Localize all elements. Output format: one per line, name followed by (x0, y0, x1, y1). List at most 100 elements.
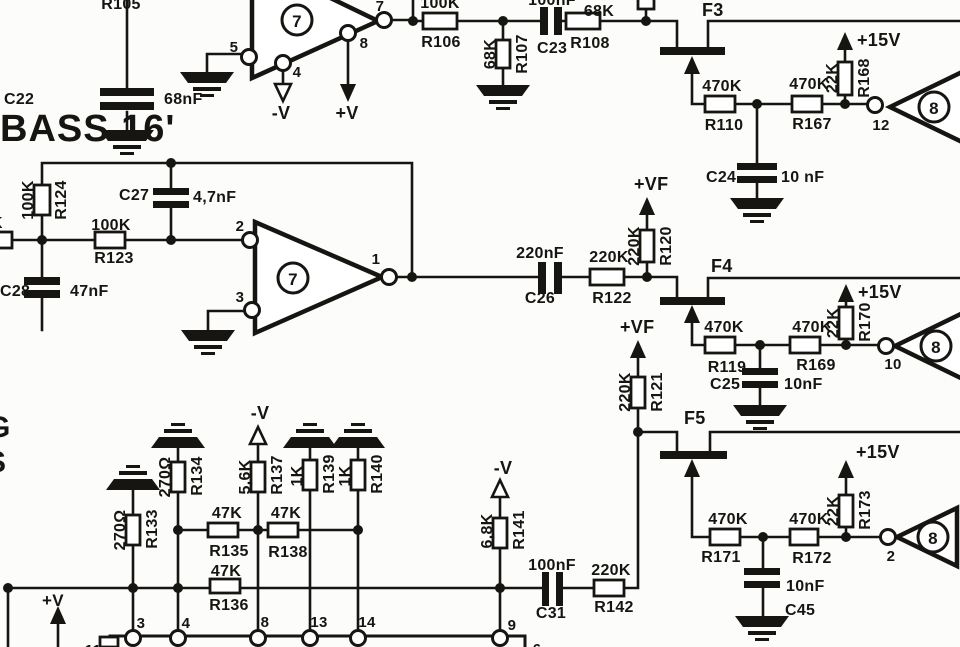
arrow-up-icon (639, 197, 655, 215)
supply-plus15v-f4: +15V (838, 282, 902, 302)
arrow-up-icon (838, 284, 854, 302)
ground-icon (735, 616, 789, 641)
pin-circle (380, 268, 398, 286)
capacitor-C27: C27 4,7nF (119, 187, 236, 208)
opamp-designator-circle (919, 329, 953, 363)
pin-label: 2 (236, 218, 245, 235)
value-label: 220K (626, 226, 643, 266)
ref-label: R169 (796, 357, 835, 374)
opamp-designator: 8 (929, 99, 939, 118)
ref-label: C45 (785, 602, 815, 619)
pin-circle (877, 337, 895, 355)
ref-label: R106 (421, 34, 460, 51)
value-label: 22K (824, 63, 841, 93)
supply-label: +VF (620, 317, 654, 337)
ref-label: R123 (94, 250, 133, 267)
capacitor-C45: 10nF C45 (744, 568, 825, 619)
supply-label: +15V (857, 30, 901, 50)
jfet-F3: F3 (660, 0, 725, 74)
value-label: 470K (789, 76, 829, 93)
pin-label: 7 (376, 0, 385, 15)
value-label: 47nF (70, 283, 109, 300)
supply-plusv-bottom: +V (42, 591, 66, 624)
pin-label: 3 (236, 289, 245, 306)
jfet-F5: F5 (660, 408, 727, 477)
resistor-R121: 220K R121 (617, 372, 666, 412)
arrow-up-icon (837, 32, 853, 50)
pin-label: 1 (372, 251, 381, 268)
ground-up-icon (331, 423, 385, 448)
supply-minusv-r137: -V (248, 403, 269, 446)
supply-plusvf-r121: +VF (620, 317, 654, 358)
supply-minusv-r141: -V (490, 458, 513, 499)
section-title: BASS 16' (0, 108, 175, 150)
resistor-R134: 270Ω R134 (157, 456, 206, 497)
resistor-stub-left (0, 230, 14, 250)
resistor-R110: 470K R110 (702, 78, 743, 134)
fet-label: F3 (702, 0, 724, 20)
pin-label: 10 (884, 356, 901, 373)
supply-label: +15V (858, 282, 902, 302)
resistor-R172: 470K R172 (788, 511, 831, 567)
capacitor-C23: 100nF C23 (528, 0, 576, 57)
value-label: 100K (420, 0, 460, 12)
fragment-g: G (0, 411, 11, 444)
ground-up-icon (151, 423, 205, 448)
capacitor-C28: C28 47nF (0, 277, 109, 300)
ref-label: R172 (792, 550, 831, 567)
opamp-triangle (889, 311, 960, 381)
ic-pin-label: 8 (261, 614, 270, 631)
value-label: 470K (789, 511, 829, 528)
capacitor-C31: 100nF C31 (528, 557, 575, 622)
ref-label: R134 (189, 456, 206, 495)
ref-label: R138 (268, 544, 307, 561)
ic-pin-label: 4 (182, 615, 191, 632)
ref-label: R136 (209, 597, 248, 614)
fragment-k: K (0, 215, 3, 232)
resistor-R173: 22K R173 (825, 490, 874, 529)
opamp-triangle (252, 218, 388, 337)
arrow-up-open-icon (490, 478, 510, 499)
resistor-R106: 100K R106 (420, 0, 460, 51)
ref-label: R119 (708, 359, 747, 376)
capacitor-C24: C24 10 nF (706, 163, 824, 186)
value-label: 270Ω (157, 457, 174, 498)
resistor-R133: 270Ω R133 (112, 509, 161, 550)
value-label: 22K (825, 308, 842, 338)
ref-label: C23 (537, 40, 567, 57)
ic-pin-label: 3 (137, 615, 146, 632)
ref-label: R110 (705, 117, 744, 134)
opamp-7-mid: 7 2 3 1 (236, 218, 398, 337)
pin-circle (879, 528, 897, 546)
resistor-R170: 22K R170 (825, 302, 874, 341)
value-label: 100K (91, 217, 131, 234)
supply-label: -V (494, 458, 513, 478)
value-label: 220K (617, 372, 634, 412)
ref-label: R139 (321, 454, 338, 493)
resistor-R120: 220K R120 (626, 226, 675, 266)
supply-minusv-opamp: -V (272, 82, 293, 123)
ground-up-icon (283, 423, 337, 448)
value-label: 470K (708, 511, 748, 528)
arrow-down-icon (340, 84, 356, 102)
pin-circle (274, 54, 292, 72)
value-label: 10nF (786, 578, 825, 595)
ground-icon (730, 198, 784, 223)
opamp-designator-circle (280, 3, 314, 37)
opamp-designator-circle (917, 90, 951, 124)
opamp-8-f5: 8 2 (879, 504, 960, 570)
fragment-r105: R105 (101, 0, 140, 13)
ref-label: R124 (53, 180, 70, 219)
resistor-R138: 47K R138 (266, 505, 307, 561)
ref-label: R141 (511, 510, 528, 549)
opamp-designator: 8 (928, 529, 938, 548)
pin-label: 4 (293, 64, 302, 81)
opamp-7-top: 7 5 4 8 7 (230, 0, 393, 82)
opamp-designator-circle (276, 261, 310, 295)
resistor-R135: 47K R135 (206, 505, 248, 560)
value-label: 1K (337, 465, 354, 486)
value-label: 47K (271, 505, 301, 522)
value-label: 100nF (528, 0, 576, 9)
